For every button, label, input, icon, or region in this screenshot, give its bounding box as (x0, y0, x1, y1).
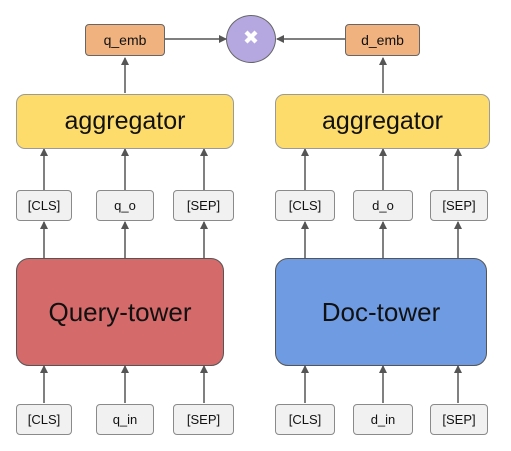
q-input-q: q_in (96, 404, 154, 435)
q-output-cls: [CLS] (16, 190, 72, 221)
multiply-icon (241, 27, 261, 52)
d-emb-box: d_emb (345, 24, 420, 56)
d-output-o: d_o (353, 190, 413, 221)
multiply-node (226, 15, 276, 63)
doc-aggregator: aggregator (275, 94, 490, 149)
q-input-cls: [CLS] (16, 404, 72, 435)
query-tower: Query-tower (16, 258, 224, 366)
d-input-cls: [CLS] (275, 404, 335, 435)
doc-tower: Doc-tower (275, 258, 487, 366)
query-aggregator: aggregator (16, 94, 234, 149)
q-input-sep: [SEP] (173, 404, 234, 435)
q-output-o: q_o (96, 190, 154, 221)
d-output-sep: [SEP] (430, 190, 488, 221)
d-output-cls: [CLS] (275, 190, 335, 221)
q-output-sep: [SEP] (173, 190, 234, 221)
d-input-d: d_in (353, 404, 413, 435)
d-input-sep: [SEP] (430, 404, 488, 435)
q-emb-box: q_emb (85, 24, 165, 56)
